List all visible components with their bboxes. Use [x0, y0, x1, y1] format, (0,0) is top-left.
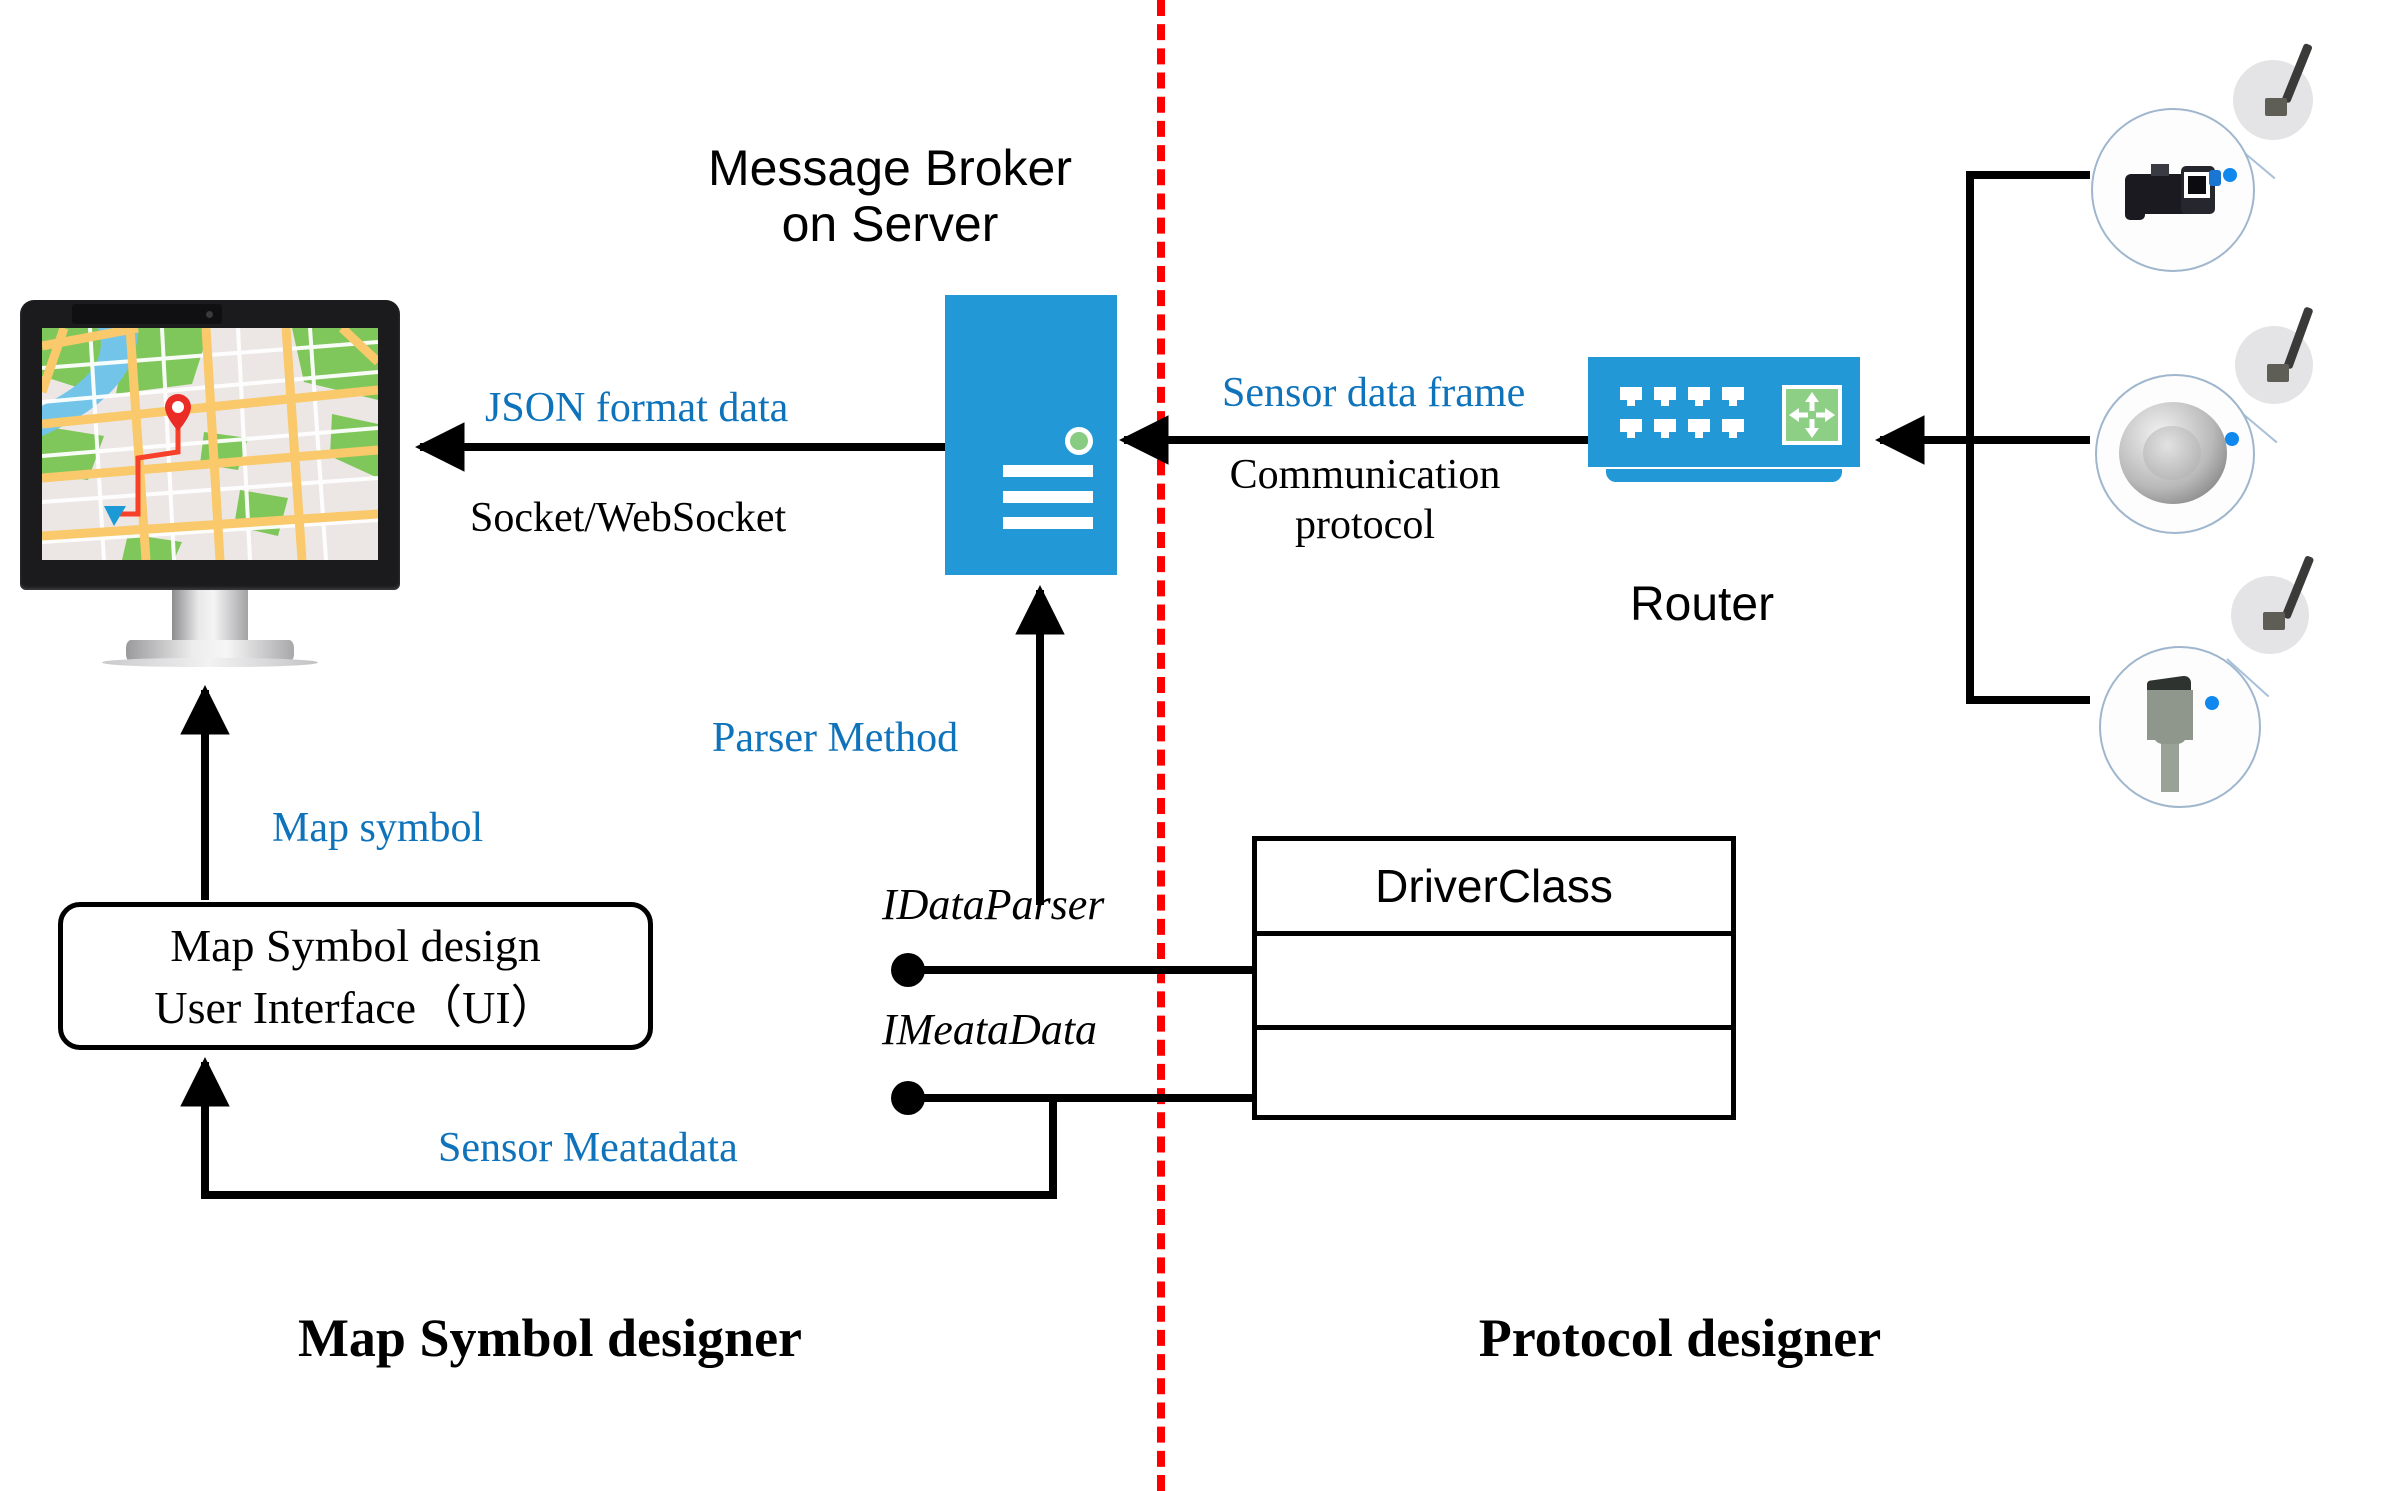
map-symbol-ui-text: Map Symbol design User Interface（UI） — [63, 915, 648, 1039]
map-symbol-ui-line1: Map Symbol design — [170, 920, 541, 971]
server-title-line1: Message Broker — [707, 140, 1073, 196]
label-communication-protocol-line1: Communication — [1229, 452, 1501, 498]
server-icon — [945, 295, 1117, 575]
sensor-dot-1-icon — [2223, 168, 2237, 182]
footer-label-protocol-designer: Protocol designer — [1478, 1308, 1882, 1368]
driverclass-divider-1 — [1257, 931, 1731, 936]
router-body — [1588, 357, 1860, 467]
router-icon — [1588, 357, 1860, 487]
antenna-base-3-icon — [2263, 612, 2285, 630]
server-slot-3-icon — [1003, 517, 1093, 529]
monitor-map-display — [20, 300, 412, 680]
role-divider-dashed-line — [1157, 0, 1165, 1491]
sensor-camera — [2085, 18, 2379, 278]
label-sensor-meatadata: Sensor Meatadata — [438, 1125, 738, 1171]
map-symbol-ui-line2: User Interface（UI） — [154, 982, 557, 1034]
sensor-dot-2-icon — [2225, 432, 2239, 446]
server-slot-2-icon — [1003, 491, 1093, 503]
camera-icon — [2125, 158, 2221, 220]
monitor-stand-neck — [172, 590, 248, 642]
label-socket-websocket: Socket/WebSocket — [470, 495, 787, 541]
monitor-top-bar — [72, 304, 222, 324]
antenna-base-1-icon — [2265, 98, 2287, 116]
lollipop-idataparser — [891, 953, 925, 987]
label-parser-method: Parser Method — [712, 715, 959, 761]
label-sensor-data-frame: Sensor data frame — [1222, 370, 1526, 416]
lollipop-imeatadata — [891, 1081, 925, 1115]
monitor-stand-foot — [102, 658, 318, 667]
router-port-7-icon — [1688, 419, 1710, 438]
router-port-3-icon — [1688, 387, 1710, 406]
label-json-format-data: JSON format data — [485, 385, 789, 431]
footer-label-map-symbol-designer: Map Symbol designer — [297, 1308, 803, 1368]
antenna-base-2-icon — [2267, 364, 2289, 382]
driverclass-title: DriverClass — [1375, 860, 1613, 912]
router-port-4-icon — [1722, 387, 1744, 406]
router-port-8-icon — [1722, 419, 1744, 438]
server-slot-1-icon — [1003, 465, 1093, 477]
server-status-led-icon — [1065, 427, 1093, 455]
label-communication-protocol-line2: protocol — [1295, 502, 1435, 549]
router-port-2-icon — [1654, 387, 1676, 406]
sensor-dot-3-icon — [2205, 696, 2219, 710]
router-base — [1606, 469, 1842, 482]
sensor-dome — [2085, 278, 2379, 538]
server-title-line2: on Server — [781, 196, 999, 252]
label-map-symbol: Map symbol — [272, 805, 484, 851]
monitor-bezel — [20, 300, 400, 590]
router-port-5-icon — [1620, 419, 1642, 438]
sensor-group — [2085, 18, 2379, 818]
monitor-screen — [42, 328, 378, 560]
monitor-webcam-icon — [206, 311, 213, 318]
driverclass-divider-2 — [1257, 1025, 1731, 1030]
label-communication-protocol: Communication protocol — [1200, 450, 1530, 551]
server-title: Message Broker on Server — [680, 140, 1100, 252]
router-port-1-icon — [1620, 387, 1642, 406]
interface-label-idataparser: IDataParser — [882, 880, 1105, 929]
router-port-6-icon — [1654, 419, 1676, 438]
monitor-stand-base — [126, 640, 294, 662]
sensor-post — [2085, 538, 2379, 818]
router-four-arrows-icon — [1782, 385, 1842, 445]
interface-label-imeatadata: IMeataData — [882, 1005, 1098, 1054]
map-symbol-ui-box: Map Symbol design User Interface（UI） — [58, 902, 653, 1050]
driverclass-uml-box: DriverClass — [1252, 836, 1736, 1120]
map-graphic — [42, 328, 378, 560]
router-label: Router — [1630, 578, 1775, 631]
